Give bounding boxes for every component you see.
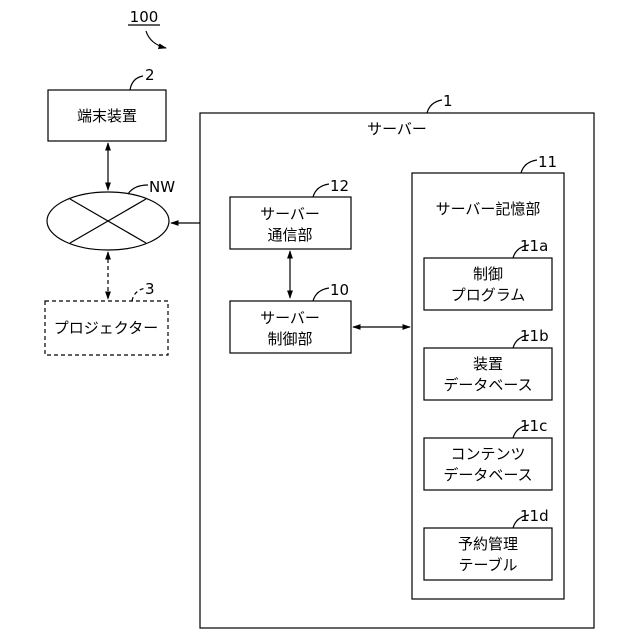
terminal-device: 端末装置 2 xyxy=(48,66,166,141)
network-ref: NW xyxy=(149,178,175,196)
server-comm-line1: サーバー xyxy=(260,205,320,223)
control-program-line1: 制御 xyxy=(473,265,503,283)
content-database-line1: コンテンツ xyxy=(450,445,525,463)
terminal-device-label: 端末装置 xyxy=(77,107,137,125)
terminal-ref-leader xyxy=(130,76,143,90)
device-database-ref: 11b xyxy=(520,327,549,345)
reservation-table-ref: 11d xyxy=(520,507,549,525)
projector-ref: 3 xyxy=(145,280,155,298)
server-ref-leader xyxy=(427,100,442,113)
control-program-ref: 11a xyxy=(520,237,548,255)
server-storage-title: サーバー記憶部 xyxy=(436,200,541,218)
terminal-ref: 2 xyxy=(145,66,155,84)
server-storage-ref: 11 xyxy=(538,153,557,171)
server-title: サーバー xyxy=(367,120,427,138)
server-control-line2: 制御部 xyxy=(267,330,312,348)
projector-label: プロジェクター xyxy=(54,319,158,337)
device-database-line2: データベース xyxy=(443,376,532,394)
reservation-table-line1: 予約管理 xyxy=(458,535,518,553)
network: NW xyxy=(47,178,175,250)
device-database-line1: 装置 xyxy=(473,355,503,373)
content-database-ref: 11c xyxy=(520,417,547,435)
projector: プロジェクター 3 xyxy=(45,280,168,355)
server-control-ref: 10 xyxy=(330,281,349,299)
figure-number-label: 100 xyxy=(130,8,159,26)
content-database-line2: データベース xyxy=(443,466,532,484)
server-control-line1: サーバー xyxy=(260,309,320,327)
server-ref: 1 xyxy=(443,92,453,110)
figure-number: 100 xyxy=(128,8,166,48)
control-program-line2: プログラム xyxy=(451,286,526,304)
reservation-table-line2: テーブル xyxy=(458,556,517,574)
network-ref-leader xyxy=(128,185,148,194)
server-comm-line2: 通信部 xyxy=(267,226,312,244)
projector-ref-leader xyxy=(132,288,146,301)
server-comm-ref: 12 xyxy=(330,177,349,195)
figure-number-leader xyxy=(146,31,166,48)
